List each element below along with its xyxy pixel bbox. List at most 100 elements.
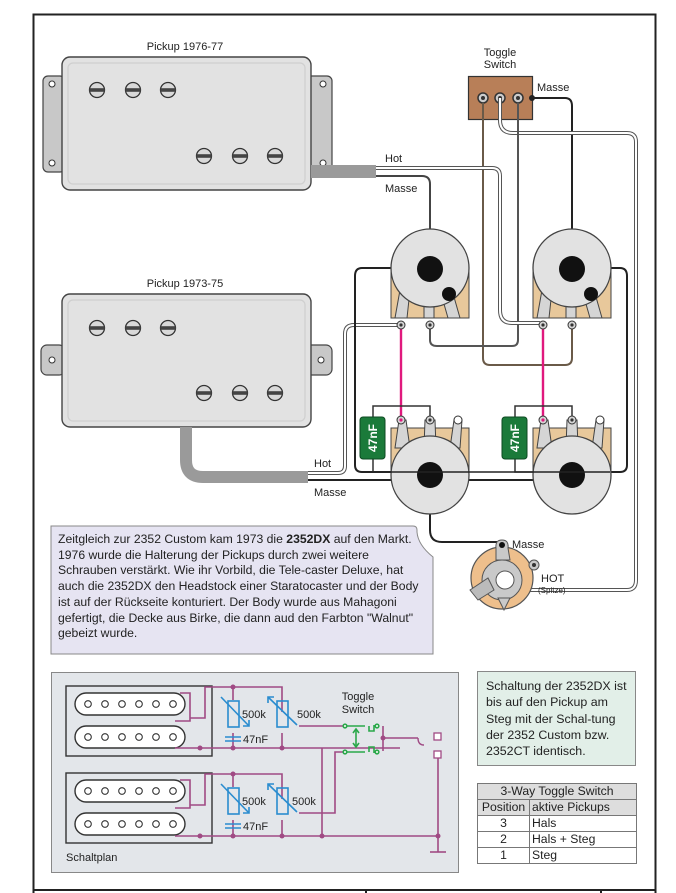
coil-pole-dot	[169, 700, 177, 708]
screw-hole	[48, 80, 56, 88]
pot-value: 500k	[297, 709, 321, 721]
table-title: 3-Way Toggle Switch	[477, 783, 637, 800]
cable-sheath	[180, 427, 308, 483]
capacitor-value: 47nF	[508, 424, 522, 452]
coil	[74, 692, 186, 716]
coil-pole-dot	[118, 700, 126, 708]
output-jack: Masse HOT (Spitze)	[469, 539, 566, 612]
coil-pole-dot	[135, 820, 143, 828]
pole-piece	[231, 147, 249, 165]
pickup-1973-75: Pickup 1973-75	[40, 278, 333, 483]
pickups-cell: Hals	[529, 815, 637, 832]
pole-piece	[159, 319, 177, 337]
toggle-switch-table: 3-Way Toggle Switch Position aktive Pick…	[477, 783, 637, 864]
coil-pole-dot	[152, 787, 160, 795]
circuit-note: Schaltung der 2352DX ist bis auf den Pic…	[486, 679, 627, 759]
info-box-bg	[50, 525, 434, 655]
capacitor-value: 47nF	[366, 424, 380, 452]
screw-hole	[319, 80, 327, 88]
note-box-bg	[477, 671, 636, 766]
coil-pole-dot	[169, 787, 177, 795]
pickups-cell: Steg	[529, 847, 637, 864]
jack-hot-label: HOT	[541, 573, 565, 585]
tone-pot-left: 47nF	[359, 405, 470, 515]
capacitor: 47nF	[359, 416, 386, 460]
cap-value: 47nF	[243, 821, 268, 833]
coil-pole-dot	[84, 733, 92, 741]
position-cell: 2	[477, 831, 530, 848]
tone-pot-right: 47nF	[501, 405, 612, 515]
pot-value: 500k	[292, 796, 316, 808]
coil	[74, 725, 186, 749]
pole-piece	[195, 147, 213, 165]
pole-piece	[231, 384, 249, 402]
pole-piece	[124, 81, 142, 99]
pole-piece	[266, 384, 284, 402]
pole-piece	[266, 147, 284, 165]
schematic-toggle-label: Toggle	[342, 691, 374, 703]
pickups-cell: Hals + Steg	[529, 831, 637, 848]
model-name: 2352DX	[286, 532, 331, 546]
coil-pole-dot	[152, 820, 160, 828]
coil-pole-dot	[84, 787, 92, 795]
coil-pole-dot	[118, 787, 126, 795]
schematic: 500k 500k 47nF 500k 500k 47nF Toggle Swi…	[51, 672, 459, 873]
table-row: 1 Steg	[477, 847, 637, 864]
coil-pole-dot	[152, 700, 160, 708]
coil	[74, 812, 186, 836]
screw-hole	[48, 159, 56, 167]
coil-pole-dot	[101, 787, 109, 795]
info-text: Zeitgleich zur 2352 Custom kam 1973 die …	[51, 526, 431, 654]
coil-pole-dot	[101, 733, 109, 741]
pickup-bottom-label: Pickup 1973-75	[147, 278, 223, 290]
pole-piece	[159, 81, 177, 99]
coil-pole-dot	[152, 733, 160, 741]
screw-hole	[48, 356, 56, 364]
coil-pole-dot	[135, 733, 143, 741]
capacitor: 47nF	[501, 416, 528, 460]
table-row: 2 Hals + Steg	[477, 831, 637, 848]
volume-pot-left	[390, 228, 470, 330]
info-text-part: Zeitgleich zur 2352 Custom kam 1973 die	[58, 532, 287, 546]
coil-pole-dot	[169, 733, 177, 741]
pot-value: 500k	[242, 796, 266, 808]
coil-pole-dot	[118, 733, 126, 741]
pickup-1976-77: Pickup 1976-77	[42, 41, 376, 191]
cable-sheath	[311, 165, 376, 178]
position-cell: 3	[477, 815, 530, 832]
coil-pole-dot	[101, 820, 109, 828]
pickup-top-label: Pickup 1976-77	[147, 41, 223, 53]
screw-hole	[317, 356, 325, 364]
jack-ground-label: Masse	[512, 539, 544, 551]
table-row: 3 Hals	[477, 815, 637, 832]
pole-piece	[88, 81, 106, 99]
pickup-cover	[61, 293, 312, 428]
info-text-part: auf den Markt. 1976 wurde die Halterung …	[58, 532, 419, 641]
pickup-cover	[61, 56, 312, 191]
schematic-toggle-label: Switch	[342, 704, 374, 716]
coil-pole-dot	[84, 700, 92, 708]
schematic-title: Schaltplan	[66, 852, 117, 864]
coil	[74, 779, 186, 803]
cap-value: 47nF	[243, 734, 268, 746]
coil-pole-dot	[135, 787, 143, 795]
coil-pole-dot	[169, 820, 177, 828]
coil-pole-dot	[135, 700, 143, 708]
bottom-ground-label: Masse	[314, 487, 346, 499]
toggle-ground-label: Masse	[537, 82, 569, 94]
position-cell: 1	[477, 847, 530, 864]
pot-value: 500k	[242, 709, 266, 721]
table-header: aktive Pickups	[529, 799, 637, 816]
pole-piece	[124, 319, 142, 337]
toggle-label: Switch	[484, 59, 516, 71]
pole-piece	[195, 384, 213, 402]
jack-hot-sublabel: (Spitze)	[538, 586, 566, 595]
coil-pole-dot	[84, 820, 92, 828]
coil-pole-dot	[118, 820, 126, 828]
top-ground-label: Masse	[385, 183, 417, 195]
pole-piece	[88, 319, 106, 337]
top-hot-label: Hot	[385, 153, 402, 165]
bottom-hot-label: Hot	[314, 458, 331, 470]
toggle-label: Toggle	[484, 47, 516, 59]
